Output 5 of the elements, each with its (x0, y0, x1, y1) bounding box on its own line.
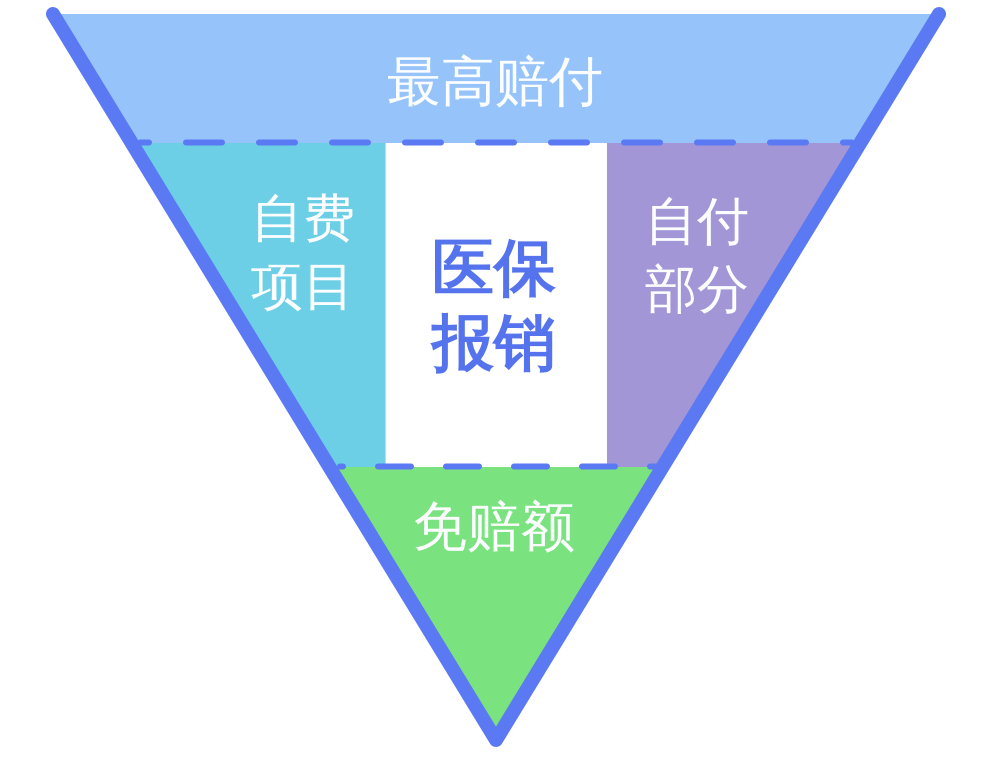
segment-label: 自费项目 (250, 188, 356, 318)
panel-label: 医保报销 (429, 231, 557, 380)
band-label: 最高赔付 (386, 49, 604, 115)
segment-label: 自付部分 (644, 191, 750, 322)
triangle-label: 免赔额 (412, 495, 576, 559)
